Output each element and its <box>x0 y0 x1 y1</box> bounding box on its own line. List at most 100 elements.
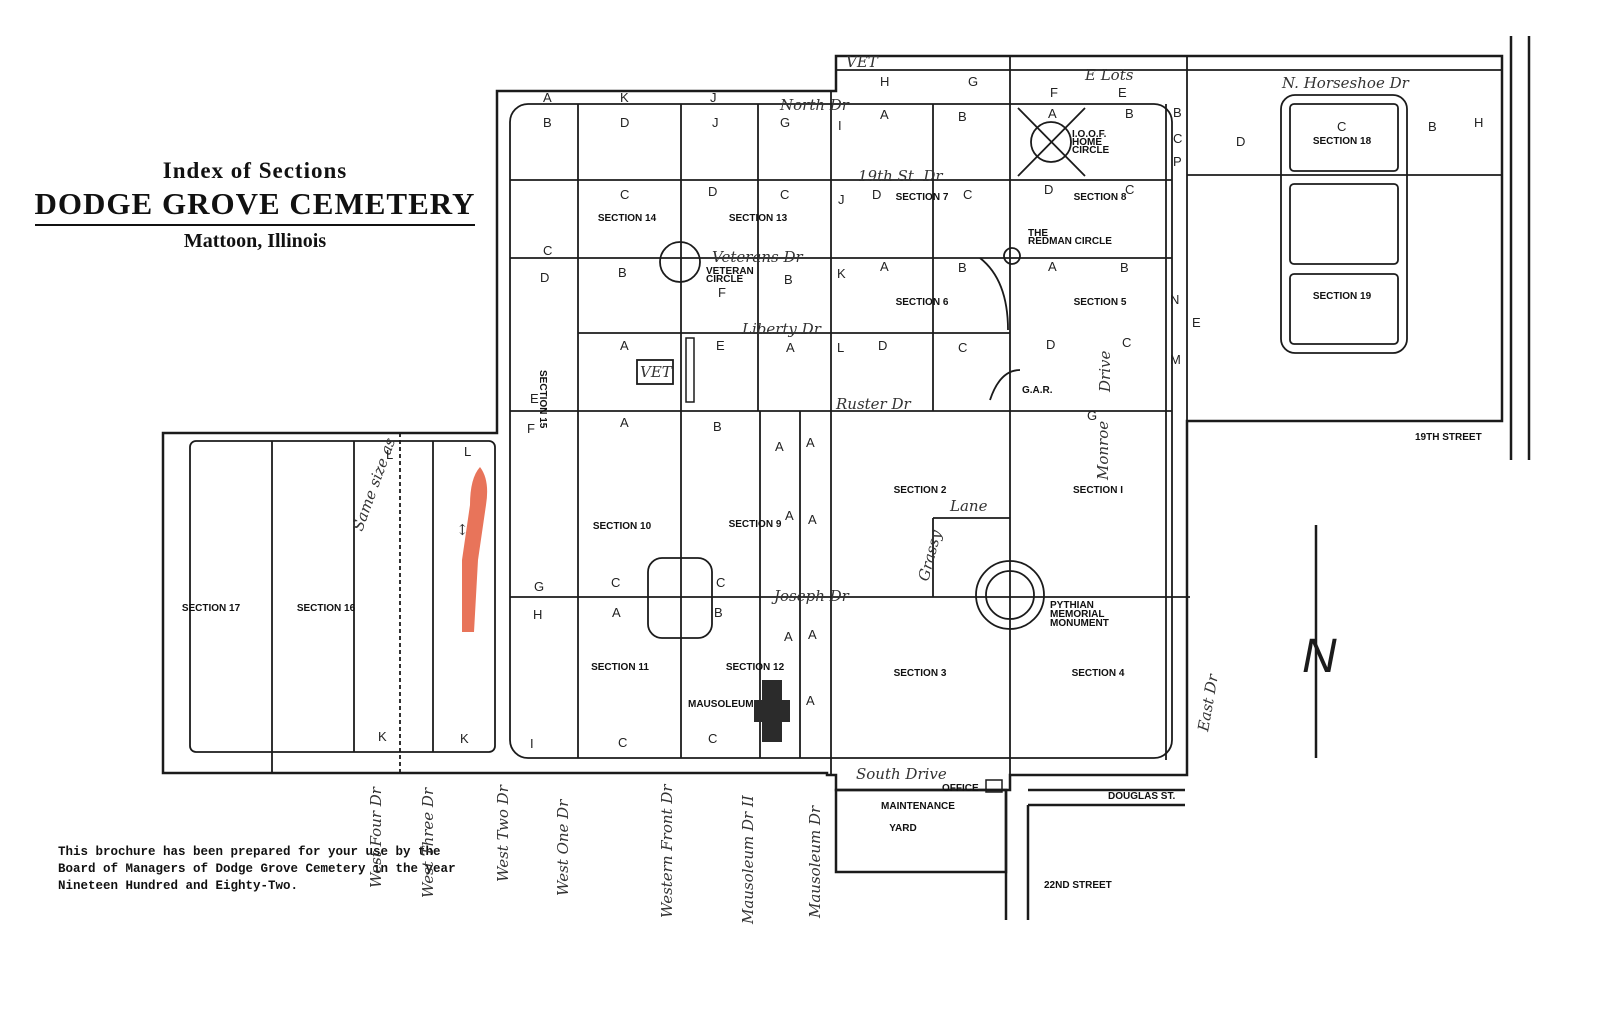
lot-letter: C <box>780 187 789 202</box>
lot-letter: P <box>1173 154 1182 169</box>
lot-letter: G <box>1087 408 1097 423</box>
nineteenth-street-label: 19TH STREET <box>1415 432 1482 443</box>
nineteenth-st-dr-label: 19th St. Dr <box>858 167 943 185</box>
lot-letter: H <box>1474 115 1483 130</box>
lane-label: Lane <box>949 497 988 515</box>
section-13-label: SECTION 13 <box>729 213 788 224</box>
brochure-note: This brochure has been prepared for your… <box>58 845 456 893</box>
lot-letter: D <box>540 270 549 285</box>
section-9-label: SECTION 9 <box>729 519 782 530</box>
pythian-circle-inner <box>985 570 1035 620</box>
lot-letter: E <box>1118 85 1127 100</box>
lot-letter: J <box>838 192 845 207</box>
lot-letter: A <box>806 693 815 708</box>
lot-letter: G <box>968 74 978 89</box>
compass-n-letter: N <box>1302 630 1337 683</box>
ioof-label-3: CIRCLE <box>1072 145 1110 156</box>
north-dr-label: North Dr <box>779 96 850 114</box>
veteran-label-1: VETERAN <box>706 266 754 277</box>
west-two-dr-label: West Two Dr <box>494 784 512 882</box>
joseph-dr-label: Joseph Dr <box>771 587 850 605</box>
lot-letter: A <box>620 338 629 353</box>
ruster-dr-label: Ruster Dr <box>835 395 912 413</box>
lot-letter: A <box>784 629 793 644</box>
lot-letter: B <box>784 272 793 287</box>
lot-letter: C <box>611 575 620 590</box>
map-title-block: Index of Sections DODGE GROVE CEMETERY M… <box>30 158 480 253</box>
lot-letter: M <box>1170 352 1181 367</box>
lot-letter: C <box>708 731 717 746</box>
section-18-south-block <box>1289 183 1399 265</box>
twentysecond-street-label: 22ND STREET <box>1044 880 1112 891</box>
lot-letter: F <box>527 421 535 436</box>
western-front-dr-label: Western Front Dr <box>658 784 676 918</box>
ioof-diagonal-2 <box>1017 107 1086 177</box>
ioof-circle <box>1030 121 1072 163</box>
section-16-label: SECTION 16 <box>297 603 356 614</box>
section-6-label: SECTION 6 <box>896 297 949 308</box>
lot-letter: D <box>878 338 887 353</box>
vet-top-label: VET <box>846 53 879 71</box>
lot-letter: G <box>780 115 790 130</box>
highlighted-plot-marker[interactable] <box>462 467 488 632</box>
lot-letter: A <box>543 90 552 105</box>
section-10-11-circle-drive <box>647 557 713 639</box>
mausoleum-label: MAUSOLEUM <box>688 699 754 710</box>
maintenance-label-1: MAINTENANCE <box>881 801 955 812</box>
mausoleum-dr-ii-label: Mausoleum Dr II <box>739 794 757 925</box>
lot-letter: C <box>716 575 725 590</box>
maintenance-label-2: YARD <box>889 823 916 834</box>
lot-letter: C <box>618 735 627 750</box>
section-7-label: SECTION 7 <box>896 192 949 203</box>
lot-letter: A <box>785 508 794 523</box>
lot-letter: A <box>808 512 817 527</box>
lot-letter: A <box>880 259 889 274</box>
pythian-label-2: MEMORIAL <box>1050 609 1104 620</box>
lot-letter: C <box>1125 182 1134 197</box>
vet-marker-box <box>636 359 674 385</box>
section-11-label: SECTION 11 <box>591 662 649 673</box>
lot-letter: E <box>1192 315 1201 330</box>
lot-letter: D <box>620 115 629 130</box>
lot-letter: K <box>460 731 469 746</box>
ioof-label-2: HOME <box>1072 137 1102 148</box>
vet-box-label: VET <box>640 363 673 381</box>
title-underline <box>35 224 475 226</box>
lot-letter: C <box>1173 131 1182 146</box>
lot-letter: B <box>543 115 552 130</box>
lot-letter: B <box>713 419 722 434</box>
lots-label: E Lots <box>1084 66 1134 84</box>
lot-letter: D <box>1044 182 1053 197</box>
section-5-label: SECTION 5 <box>1074 297 1127 308</box>
lot-letter: L <box>837 340 844 355</box>
section-17-label: SECTION 17 <box>182 603 241 614</box>
lot-letter: A <box>620 415 629 430</box>
redman-curve <box>979 257 1009 331</box>
section-19-block <box>1289 273 1399 345</box>
lot-letter: B <box>1428 119 1437 134</box>
veteran-circle <box>659 241 701 283</box>
lot-letter: L <box>386 447 393 462</box>
lot-letter: B <box>958 260 967 275</box>
lot-letter: A <box>786 340 795 355</box>
title-line-2: DODGE GROVE CEMETERY <box>34 186 476 221</box>
section-8-label: SECTION 8 <box>1074 192 1127 203</box>
section-18-block <box>1289 103 1399 172</box>
lot-letter: J <box>712 115 719 130</box>
office-label: OFFICE <box>942 783 979 794</box>
lot-letter: G <box>534 579 544 594</box>
title-line-1: Index of Sections <box>162 158 348 183</box>
section-12-label: SECTION 12 <box>726 662 785 673</box>
lot-letter: N <box>1170 292 1179 307</box>
section-3-label: SECTION 3 <box>894 668 947 679</box>
lot-letter: K <box>620 90 629 105</box>
horseshoe-dr-label: N. Horseshoe Dr <box>1281 74 1410 92</box>
lot-letter: D <box>708 184 717 199</box>
lot-letter: E <box>530 391 539 406</box>
lot-letter: F <box>718 285 726 300</box>
lot-letter: I <box>838 118 842 133</box>
gar-label: G.A.R. <box>1022 385 1053 396</box>
lot-letter: A <box>1048 106 1057 121</box>
lot-letter: B <box>1125 106 1134 121</box>
